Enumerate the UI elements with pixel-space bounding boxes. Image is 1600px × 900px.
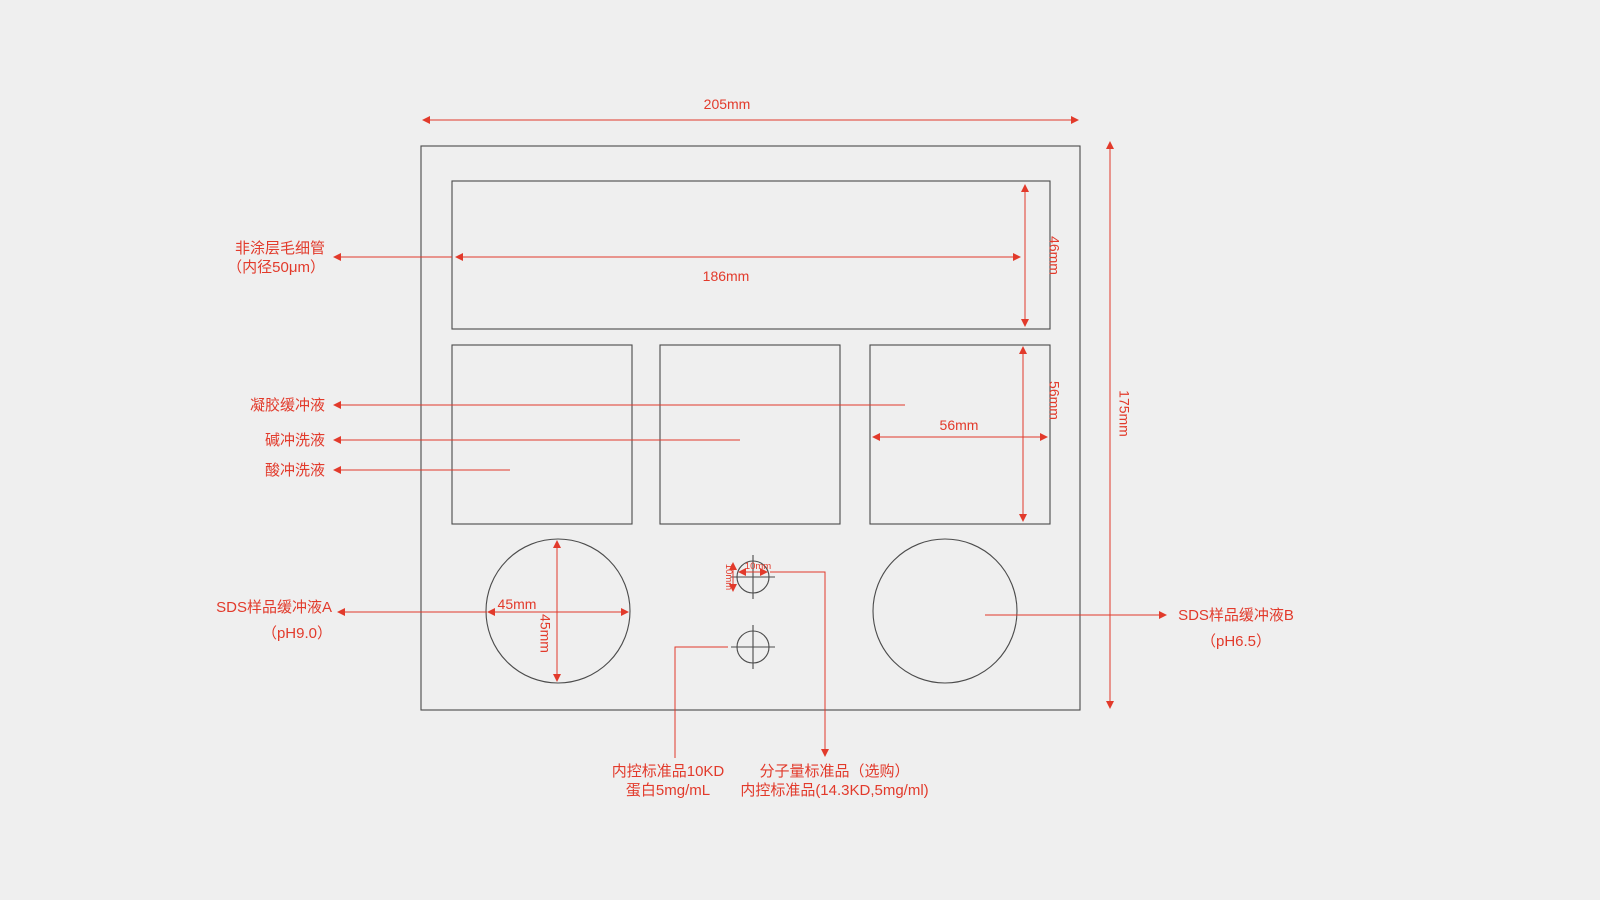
leader-internal-standard-line — [674, 646, 728, 758]
internal-standard-line1: 内控标准品10KD — [611, 763, 725, 780]
capillary-label-line1: 非涂层毛细管 — [234, 240, 325, 257]
dim-10mm-h-label: 10mm — [744, 561, 772, 572]
outer-box — [420, 145, 1081, 711]
leader-mw-standard-line — [770, 571, 829, 757]
gel-buffer-label: 凝胶缓冲液 — [249, 397, 325, 414]
sds-buffer-a-well — [485, 538, 631, 684]
gel-buffer-slot — [869, 344, 1051, 525]
alkaline-wash-label: 碱冲洗液 — [264, 432, 325, 449]
sds-buffer-b-line1: SDS样品缓冲液B — [1178, 607, 1294, 624]
sds-buffer-a-line1: SDS样品缓冲液A — [216, 599, 332, 616]
dim-46mm-label: 46mm — [1046, 236, 1063, 275]
dim-10mm-v-label: 10mm — [723, 563, 734, 591]
internal-standard-line2: 蛋白5mg/mL — [625, 782, 711, 799]
mw-standard-label: 分子量标准品（选购） 内控标准品(14.3KD,5mg/ml) — [737, 762, 932, 800]
dim-45mm-h-label: 45mm — [497, 596, 537, 612]
dim-56mm-v-label: 56mm — [1046, 381, 1063, 420]
dim-205mm-label: 205mm — [703, 96, 751, 112]
dim-56mm-h-label: 56mm — [939, 417, 979, 433]
mw-standard-line2: 内控标准品(14.3KD,5mg/ml) — [740, 782, 929, 799]
acid-wash-slot — [451, 344, 633, 525]
alkaline-wash-slot — [659, 344, 841, 525]
mw-standard-line1: 分子量标准品（选购） — [759, 763, 910, 780]
dim-175mm-label: 175mm — [1116, 390, 1133, 437]
capillary-slot — [451, 180, 1051, 330]
sds-buffer-a-label: SDS样品缓冲液A （pH9.0） — [160, 598, 332, 643]
internal-standard-label: 内控标准品10KD 蛋白5mg/mL — [592, 762, 744, 800]
sds-buffer-b-line2: （pH6.5） — [1200, 633, 1272, 650]
sds-buffer-a-line2: （pH9.0） — [261, 625, 332, 642]
capillary-label-line2: （内径50μm） — [227, 259, 325, 276]
dim-186mm-label: 186mm — [702, 268, 750, 284]
capillary-label: 非涂层毛细管 （内径50μm） — [165, 239, 325, 277]
dim-45mm-v-label: 45mm — [537, 614, 554, 653]
acid-wash-label: 酸冲洗液 — [264, 462, 325, 479]
sds-buffer-b-label: SDS样品缓冲液B （pH6.5） — [1174, 606, 1298, 651]
sds-buffer-b-well — [872, 538, 1018, 684]
